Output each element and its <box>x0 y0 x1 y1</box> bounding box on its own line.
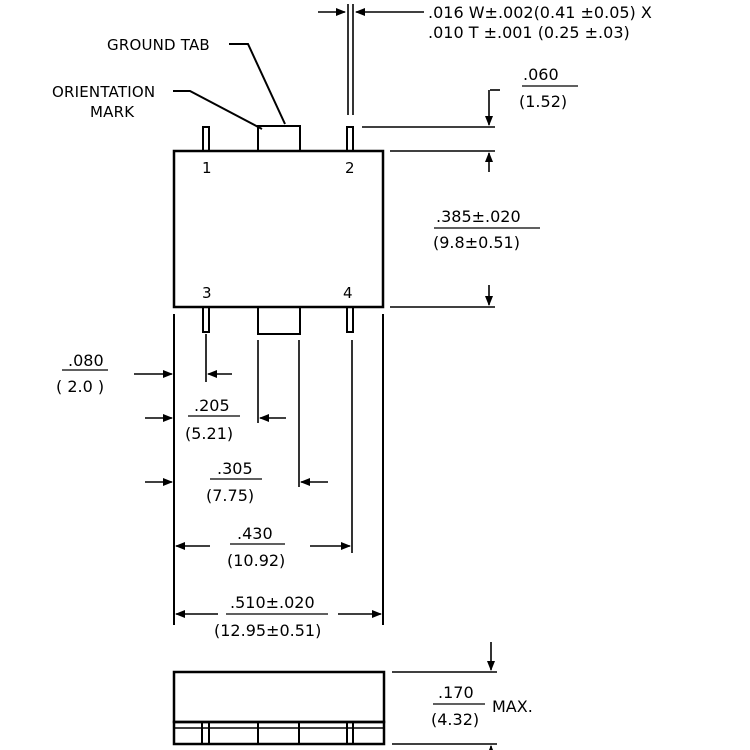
thickness-in: .170 <box>438 683 474 702</box>
pin-2-lead <box>346 126 354 152</box>
pin-4-number: 4 <box>343 284 353 302</box>
thickness-max: MAX. <box>492 697 533 716</box>
pin-2-number: 2 <box>345 159 355 177</box>
d305-in: .305 <box>217 459 253 478</box>
d430-in: .430 <box>237 524 273 543</box>
ground-tab-leader <box>229 43 286 125</box>
component-top-view: 1 2 3 4 <box>172 125 385 335</box>
pin-width-in: .080 <box>68 351 104 370</box>
width-in: .510±.020 <box>230 593 315 612</box>
side-body <box>172 670 386 724</box>
pin-width-dimension: .080 ( 2.0 ) <box>56 351 232 396</box>
d430-dimension: .430 (10.92) <box>175 524 351 570</box>
pin-1-lead <box>202 126 210 152</box>
height-in: .385±.020 <box>436 207 521 226</box>
d430-mm: (10.92) <box>227 551 285 570</box>
d305-dimension: .305 (7.75) <box>145 459 328 505</box>
d205-in: .205 <box>194 396 230 415</box>
width-mm: (12.95±0.51) <box>214 621 321 640</box>
ground-tab-bottom <box>257 306 301 335</box>
d205-mm: (5.21) <box>185 424 233 443</box>
pin-3-number: 3 <box>202 284 212 302</box>
orientation-label-2: MARK <box>90 103 135 121</box>
lead-length-dimension: .060 (1.52) <box>362 65 578 172</box>
lead-length-in: .060 <box>523 65 559 84</box>
height-dimension: .385±.020 (9.8±0.51) <box>390 207 540 308</box>
lead-thickness-spec: .010 T ±.001 (0.25 ±.03) <box>428 23 630 42</box>
side-base <box>172 720 386 746</box>
pin-1-number: 1 <box>202 159 212 177</box>
lead-dimension: .016 W±.002(0.41 ±0.05) X .010 T ±.001 (… <box>318 3 652 115</box>
thickness-mm: (4.32) <box>431 710 479 729</box>
component-side-view <box>172 670 386 746</box>
height-mm: (9.8±0.51) <box>433 233 520 252</box>
orientation-leader <box>173 90 263 130</box>
ground-tab-label: GROUND TAB <box>107 36 210 54</box>
d305-mm: (7.75) <box>206 486 254 505</box>
pin-width-mm: ( 2.0 ) <box>56 377 104 396</box>
lead-length-mm: (1.52) <box>519 92 567 111</box>
thickness-dimension: .170 (4.32) MAX. <box>392 642 533 750</box>
pin-3-lead <box>202 306 210 333</box>
d205-dimension: .205 (5.21) <box>145 396 286 443</box>
ground-tab-top <box>257 125 301 152</box>
extension-lines <box>173 314 384 625</box>
orientation-label-1: ORIENTATION <box>52 83 155 101</box>
width-dimension: .510±.020 (12.95±0.51) <box>175 593 382 640</box>
pin-4-lead <box>346 306 354 333</box>
lead-width-spec: .016 W±.002(0.41 ±0.05) X <box>428 3 652 22</box>
callouts: GROUND TAB ORIENTATION MARK <box>52 36 286 130</box>
